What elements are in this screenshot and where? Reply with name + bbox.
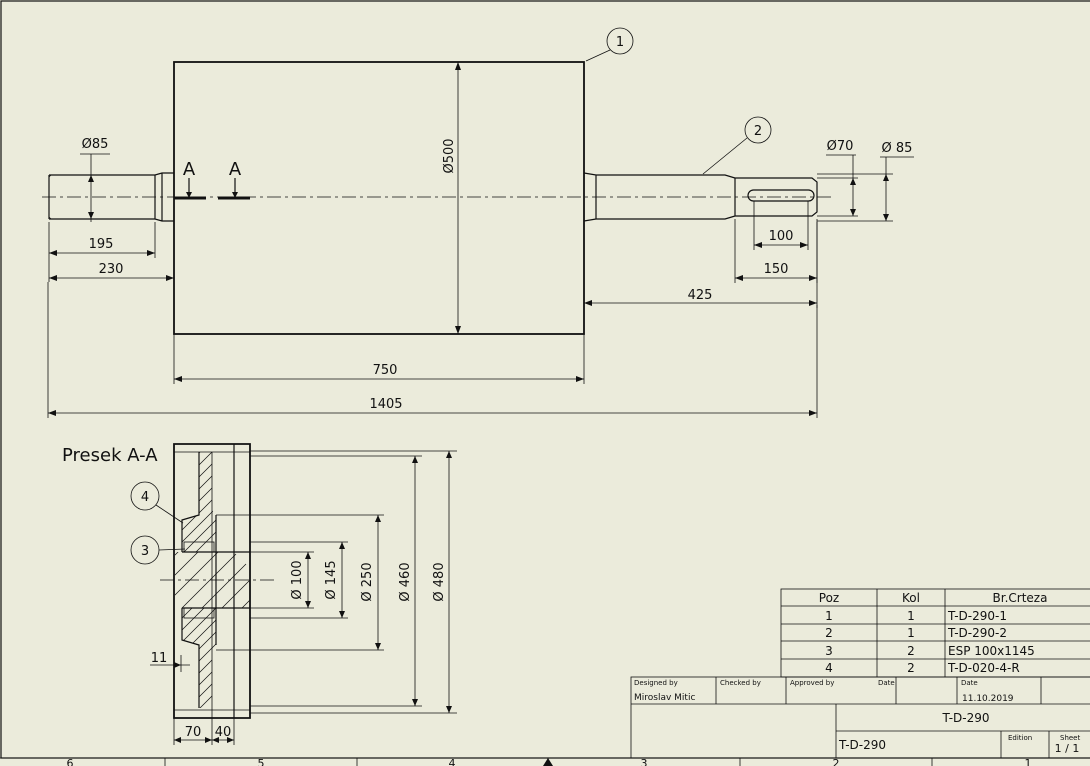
dim-roller-diameter: Ø500 (442, 62, 461, 334)
svg-text:2: 2 (754, 124, 762, 139)
zone-label: 1 (1025, 757, 1032, 766)
edition-label: Edition (1008, 734, 1032, 742)
svg-text:70: 70 (185, 725, 202, 740)
svg-text:Ø 480: Ø 480 (432, 562, 447, 601)
table-cell: 3 (825, 644, 833, 658)
right-shaft (583, 172, 818, 222)
designed-by-label: Designed by (634, 679, 678, 687)
table-cell: 4 (825, 661, 833, 675)
balloon-1: 1 (585, 27, 634, 62)
bearing-top (183, 541, 215, 553)
svg-text:Ø500: Ø500 (442, 138, 457, 173)
checked-by-label: Checked by (720, 679, 761, 687)
dim-1405: 1405 (47, 282, 818, 418)
date-label: Date (878, 679, 895, 687)
approved-by-label: Approved by (790, 679, 834, 687)
dim-section-widths: 70 40 (173, 710, 235, 745)
svg-text:Ø 85: Ø 85 (882, 141, 913, 156)
table-cell: 2 (907, 644, 915, 658)
dim-section-d145: Ø 145 (250, 541, 348, 619)
dim-right-end-diameter: Ø 85 (817, 141, 914, 222)
sheet-value: 1 / 1 (1055, 742, 1080, 755)
balloon-2: 2 (702, 116, 772, 175)
shaft-hatching (175, 552, 250, 608)
svg-text:Ø 100: Ø 100 (290, 560, 305, 599)
left-shaft (48, 172, 174, 222)
svg-text:195: 195 (89, 237, 114, 252)
table-header: Poz (819, 591, 839, 605)
dim-section-d460: Ø 460 (250, 455, 422, 707)
zone-label: 2 (833, 757, 840, 766)
drawing-number: T-D-290 (838, 738, 886, 752)
svg-text:4: 4 (141, 490, 149, 505)
table-cell: T-D-290-1 (947, 609, 1007, 623)
table-header: Br.Crteza (993, 591, 1048, 605)
table-cell: 1 (907, 609, 915, 623)
zone-label: 5 (258, 757, 265, 766)
balloon-4: 4 (130, 481, 184, 524)
zone-label: 4 (449, 757, 456, 766)
section-title: Presek A-A (62, 445, 158, 466)
table-cell: 2 (907, 661, 915, 675)
dim-left-diameter: Ø85 (80, 137, 110, 222)
date-value: 11.10.2019 (962, 694, 1014, 704)
svg-text:40: 40 (215, 725, 232, 740)
table-cell: T-D-290-2 (947, 626, 1007, 640)
table-cell: 1 (907, 626, 915, 640)
date-label: Date (961, 679, 978, 687)
dim-230: 230 (48, 258, 175, 334)
zone-label: 6 (67, 757, 74, 766)
section-mark-label: A (183, 159, 196, 180)
svg-text:230: 230 (99, 262, 124, 277)
dim-750: 750 (173, 334, 585, 384)
keyway (747, 189, 815, 202)
section-mark-label: A (229, 159, 242, 180)
section-view: Presek A-A (62, 443, 457, 745)
svg-text:3: 3 (141, 544, 149, 559)
svg-text:150: 150 (764, 262, 789, 277)
hub-hatching (182, 452, 216, 708)
dim-section-d250: Ø 250 (216, 514, 384, 651)
drawing-title: T-D-290 (941, 711, 989, 725)
parts-table: Poz Kol Br.Crteza 1 1 T-D-290-1 2 1 T-D-… (780, 588, 1090, 678)
table-header: Kol (902, 591, 920, 605)
svg-text:Ø 250: Ø 250 (360, 562, 375, 601)
designed-by-value: Miroslav Mitic (634, 693, 695, 703)
svg-text:Ø 145: Ø 145 (324, 560, 339, 599)
table-cell: 1 (825, 609, 833, 623)
sheet-label: Sheet (1060, 734, 1080, 742)
dim-right-diameter: Ø70 (817, 139, 858, 217)
dim-section-d100: Ø 100 (250, 551, 314, 609)
table-cell: T-D-020-4-R (947, 661, 1020, 675)
svg-text:750: 750 (373, 363, 398, 378)
table-cell: 2 (825, 626, 833, 640)
svg-text:100: 100 (769, 229, 794, 244)
svg-text:1405: 1405 (369, 397, 402, 412)
dim-section-11: 11 (150, 651, 190, 672)
svg-text:425: 425 (688, 288, 713, 303)
svg-text:Ø 460: Ø 460 (398, 562, 413, 601)
dim-150: 150 (734, 219, 818, 283)
bearing-bottom (183, 607, 215, 619)
disc-outline (173, 443, 251, 719)
svg-text:1: 1 (616, 35, 624, 50)
balloon-3: 3 (130, 535, 186, 565)
dim-section-d480: Ø 480 (250, 450, 457, 714)
title-block: Designed by Miroslav Mitic Checked by Ap… (630, 676, 1090, 759)
section-cut-marks: A A (174, 159, 250, 200)
zone-label: 3 (641, 757, 648, 766)
dim-195: 195 (48, 222, 156, 258)
table-cell: ESP 100x1145 (948, 644, 1035, 658)
main-view: A A 1 2 Ø85 Ø500 (42, 27, 914, 418)
dim-100: 100 (753, 201, 809, 250)
svg-text:Ø85: Ø85 (82, 137, 109, 152)
svg-text:Ø70: Ø70 (827, 139, 854, 154)
svg-text:11: 11 (151, 651, 168, 666)
